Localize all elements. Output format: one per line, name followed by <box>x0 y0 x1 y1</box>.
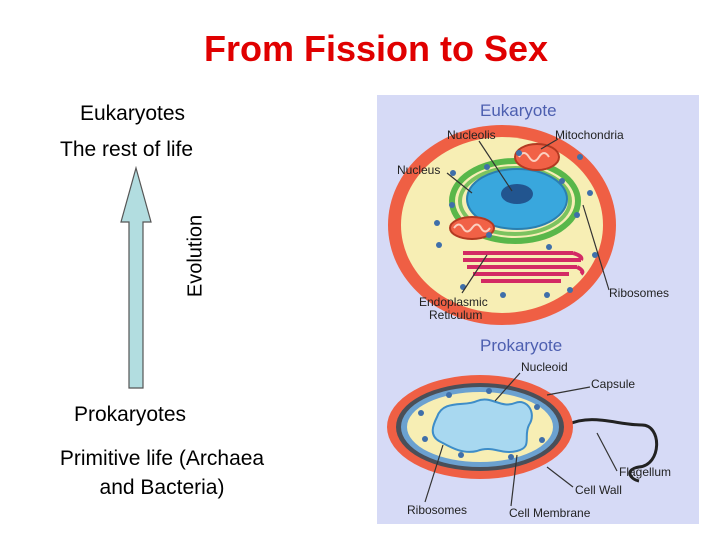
eukaryote-cell <box>388 125 616 325</box>
label-cell-membrane: Cell Membrane <box>509 506 591 520</box>
label-mitochondria: Mitochondria <box>555 128 624 142</box>
eukaryote-heading: Eukaryote <box>480 101 557 120</box>
label-er-line2: Reticulum <box>429 308 482 322</box>
label-ribosomes-eukaryote: Ribosomes <box>609 286 669 300</box>
label-capsule: Capsule <box>591 377 635 391</box>
eukaryote-ribosomes <box>434 150 598 298</box>
label-nucleus: Nucleus <box>397 163 440 177</box>
label-er-line1: Endoplasmic <box>419 295 488 309</box>
prokaryote-heading: Prokaryote <box>480 336 562 355</box>
prokaryote-cell <box>387 375 659 483</box>
evolution-arrow <box>120 166 152 389</box>
eukaryotes-heading: Eukaryotes <box>80 102 186 125</box>
cell-comparison-figure: Eukaryote <box>377 95 699 524</box>
label-ribosomes-prokaryote: Ribosomes <box>407 503 467 517</box>
prokaryotes-subtitle-line2: and Bacteria) <box>99 476 225 499</box>
mitochondrion <box>514 143 560 171</box>
label-flagellum: Flagellum <box>619 465 671 479</box>
label-nucleoid: Nucleoid <box>521 360 568 374</box>
slide-title: From Fission to Sex <box>203 28 549 69</box>
flagellum <box>566 418 659 483</box>
label-cell-wall: Cell Wall <box>575 483 622 497</box>
evolution-axis-label: Evolution <box>184 214 207 298</box>
prokaryote-ribosomes <box>418 388 545 460</box>
label-nucleolis: Nucleolis <box>447 128 496 142</box>
nucleolus <box>501 184 533 204</box>
nucleoid <box>431 398 533 453</box>
eukaryotes-subtitle: The rest of life <box>60 138 194 161</box>
prokaryotes-subtitle-line1: Primitive life (Archaea <box>59 447 265 470</box>
prokaryotes-heading: Prokaryotes <box>74 403 187 426</box>
